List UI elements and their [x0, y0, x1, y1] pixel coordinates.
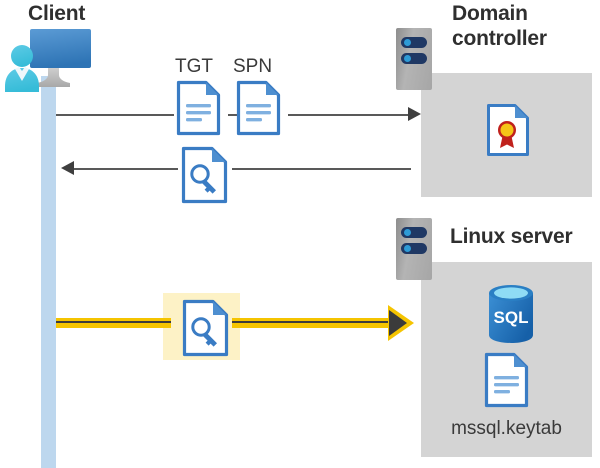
client-title: Client [28, 2, 86, 25]
linux-server-title: Linux server [450, 225, 573, 248]
service-ticket-arrowhead-inner-icon [389, 310, 407, 336]
rack-led-icon [404, 39, 411, 46]
rack-led-icon [404, 245, 411, 252]
sql-database-icon: SQL [483, 283, 539, 345]
keytab-document-icon [484, 352, 529, 408]
rack-bay [401, 227, 427, 238]
user-monitor-icon [4, 26, 96, 96]
spn-label: SPN [233, 56, 273, 77]
service-ticket-arrow-segment [232, 318, 394, 328]
response-arrowhead-icon [61, 161, 74, 175]
response-arrow-segment [232, 168, 411, 170]
server-rack-icon [396, 218, 432, 280]
key-document-icon [181, 146, 229, 204]
rack-bay [401, 37, 427, 48]
rack-bay [401, 53, 427, 64]
keytab-label: mssql.keytab [451, 418, 562, 439]
service-ticket-arrow-segment [56, 318, 171, 328]
key-document-icon [182, 299, 230, 357]
rack-led-icon [404, 229, 411, 236]
sql-label: SQL [494, 308, 529, 327]
server-rack-icon [396, 28, 432, 90]
request-arrow-segment [56, 114, 174, 116]
tgt-document-icon [176, 80, 221, 136]
spn-document-icon [236, 80, 281, 136]
domain-controller-title: Domain controller [452, 2, 547, 50]
rack-led-icon [404, 55, 411, 62]
response-arrow-segment [74, 168, 178, 170]
request-arrow-segment [228, 114, 238, 116]
certificate-document-icon [486, 103, 530, 157]
rack-bay [401, 243, 427, 254]
tgt-label: TGT [175, 56, 213, 77]
request-arrow-segment [288, 114, 411, 116]
request-arrowhead-icon [408, 107, 421, 121]
client-lifeline [41, 76, 56, 468]
